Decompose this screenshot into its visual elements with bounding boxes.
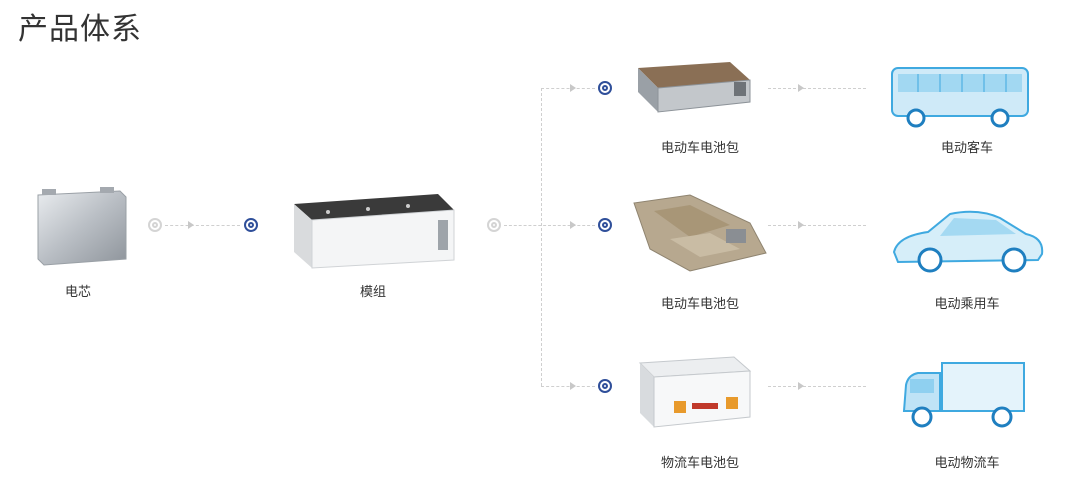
connector-line <box>768 88 866 89</box>
node-label-pack-mid: 电动车电池包 <box>660 297 739 312</box>
battery-pack-image <box>630 58 755 118</box>
node-label-cell: 电芯 <box>64 285 91 300</box>
connector-start-icon <box>148 218 162 232</box>
node-label-truck: 电动物流车 <box>934 456 1000 471</box>
node-label-bus: 电动客车 <box>940 141 993 156</box>
battery-cell-image <box>30 185 130 270</box>
connector-line <box>768 386 866 387</box>
arrow-icon <box>798 84 804 92</box>
node-label-pack-bottom: 物流车电池包 <box>660 456 739 471</box>
battery-pack-image <box>630 193 770 273</box>
electric-truck-image <box>898 357 1028 432</box>
connector-start-icon <box>487 218 501 232</box>
module-image <box>288 190 458 270</box>
connector-line <box>165 225 240 226</box>
connector-line <box>541 88 595 89</box>
target-icon <box>598 218 612 232</box>
battery-pack-image <box>634 355 754 430</box>
arrow-icon <box>570 382 576 390</box>
connector-line <box>768 225 866 226</box>
target-icon <box>244 218 258 232</box>
arrow-icon <box>798 382 804 390</box>
connector-line <box>504 225 595 226</box>
node-label-car: 电动乘用车 <box>934 297 1000 312</box>
target-icon <box>598 81 612 95</box>
electric-bus-image <box>888 60 1033 130</box>
node-label-module: 模组 <box>359 285 386 300</box>
electric-car-image <box>888 200 1048 280</box>
arrow-icon <box>798 221 804 229</box>
target-icon <box>598 379 612 393</box>
page-title: 产品体系 <box>18 12 142 47</box>
arrow-icon <box>570 221 576 229</box>
connector-branch-line <box>541 88 542 386</box>
connector-line <box>541 386 595 387</box>
arrow-icon <box>188 221 194 229</box>
node-label-pack-top: 电动车电池包 <box>660 141 739 156</box>
arrow-icon <box>570 84 576 92</box>
